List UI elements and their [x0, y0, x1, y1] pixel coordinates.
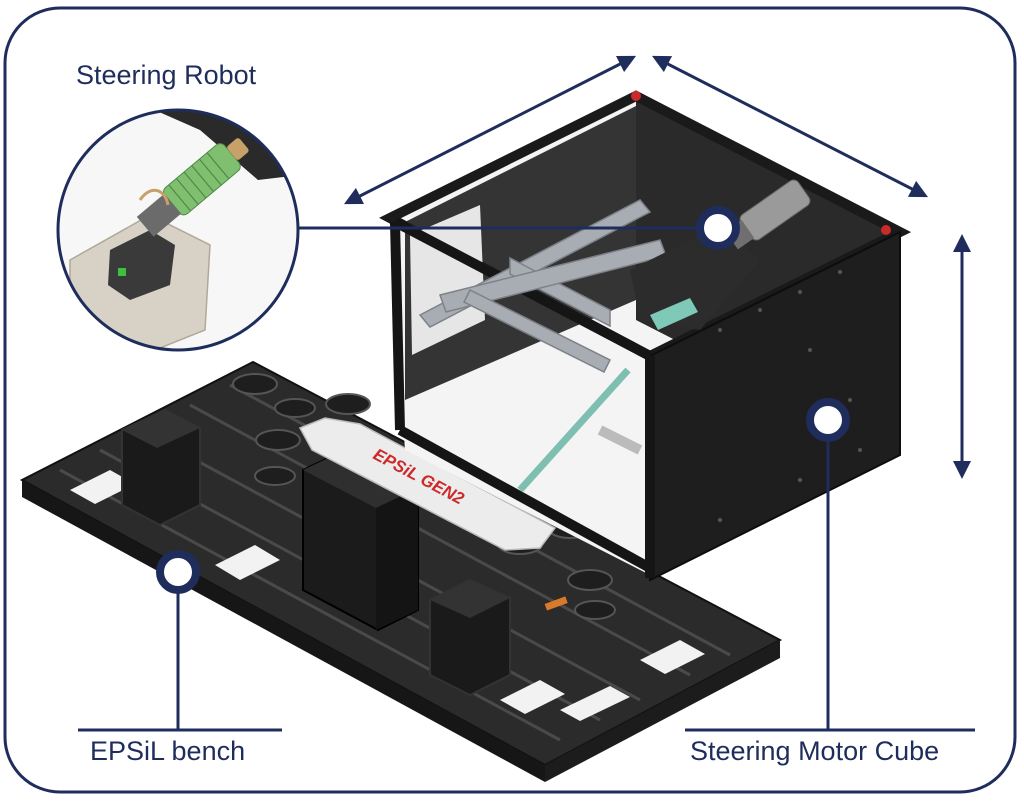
steering-robot-marker — [696, 206, 740, 250]
depth-arrow — [651, 55, 929, 198]
steering-robot-zoom — [56, 108, 300, 352]
steering-motor-cube-label: Steering Motor Cube — [690, 736, 940, 766]
callouts — [78, 206, 975, 732]
steering-motor-cube-marker — [806, 398, 850, 442]
epsil-bench-marker — [156, 550, 200, 594]
width-arrow — [343, 55, 637, 205]
epsil-bench-label: EPSiL bench — [90, 736, 246, 766]
dimension-arrows — [343, 55, 971, 479]
outer-frame — [3, 6, 1017, 794]
epsil-bench-illustration: EPSiL GEN2 — [19, 360, 783, 782]
steering-robot-label: Steering Robot — [76, 60, 257, 90]
